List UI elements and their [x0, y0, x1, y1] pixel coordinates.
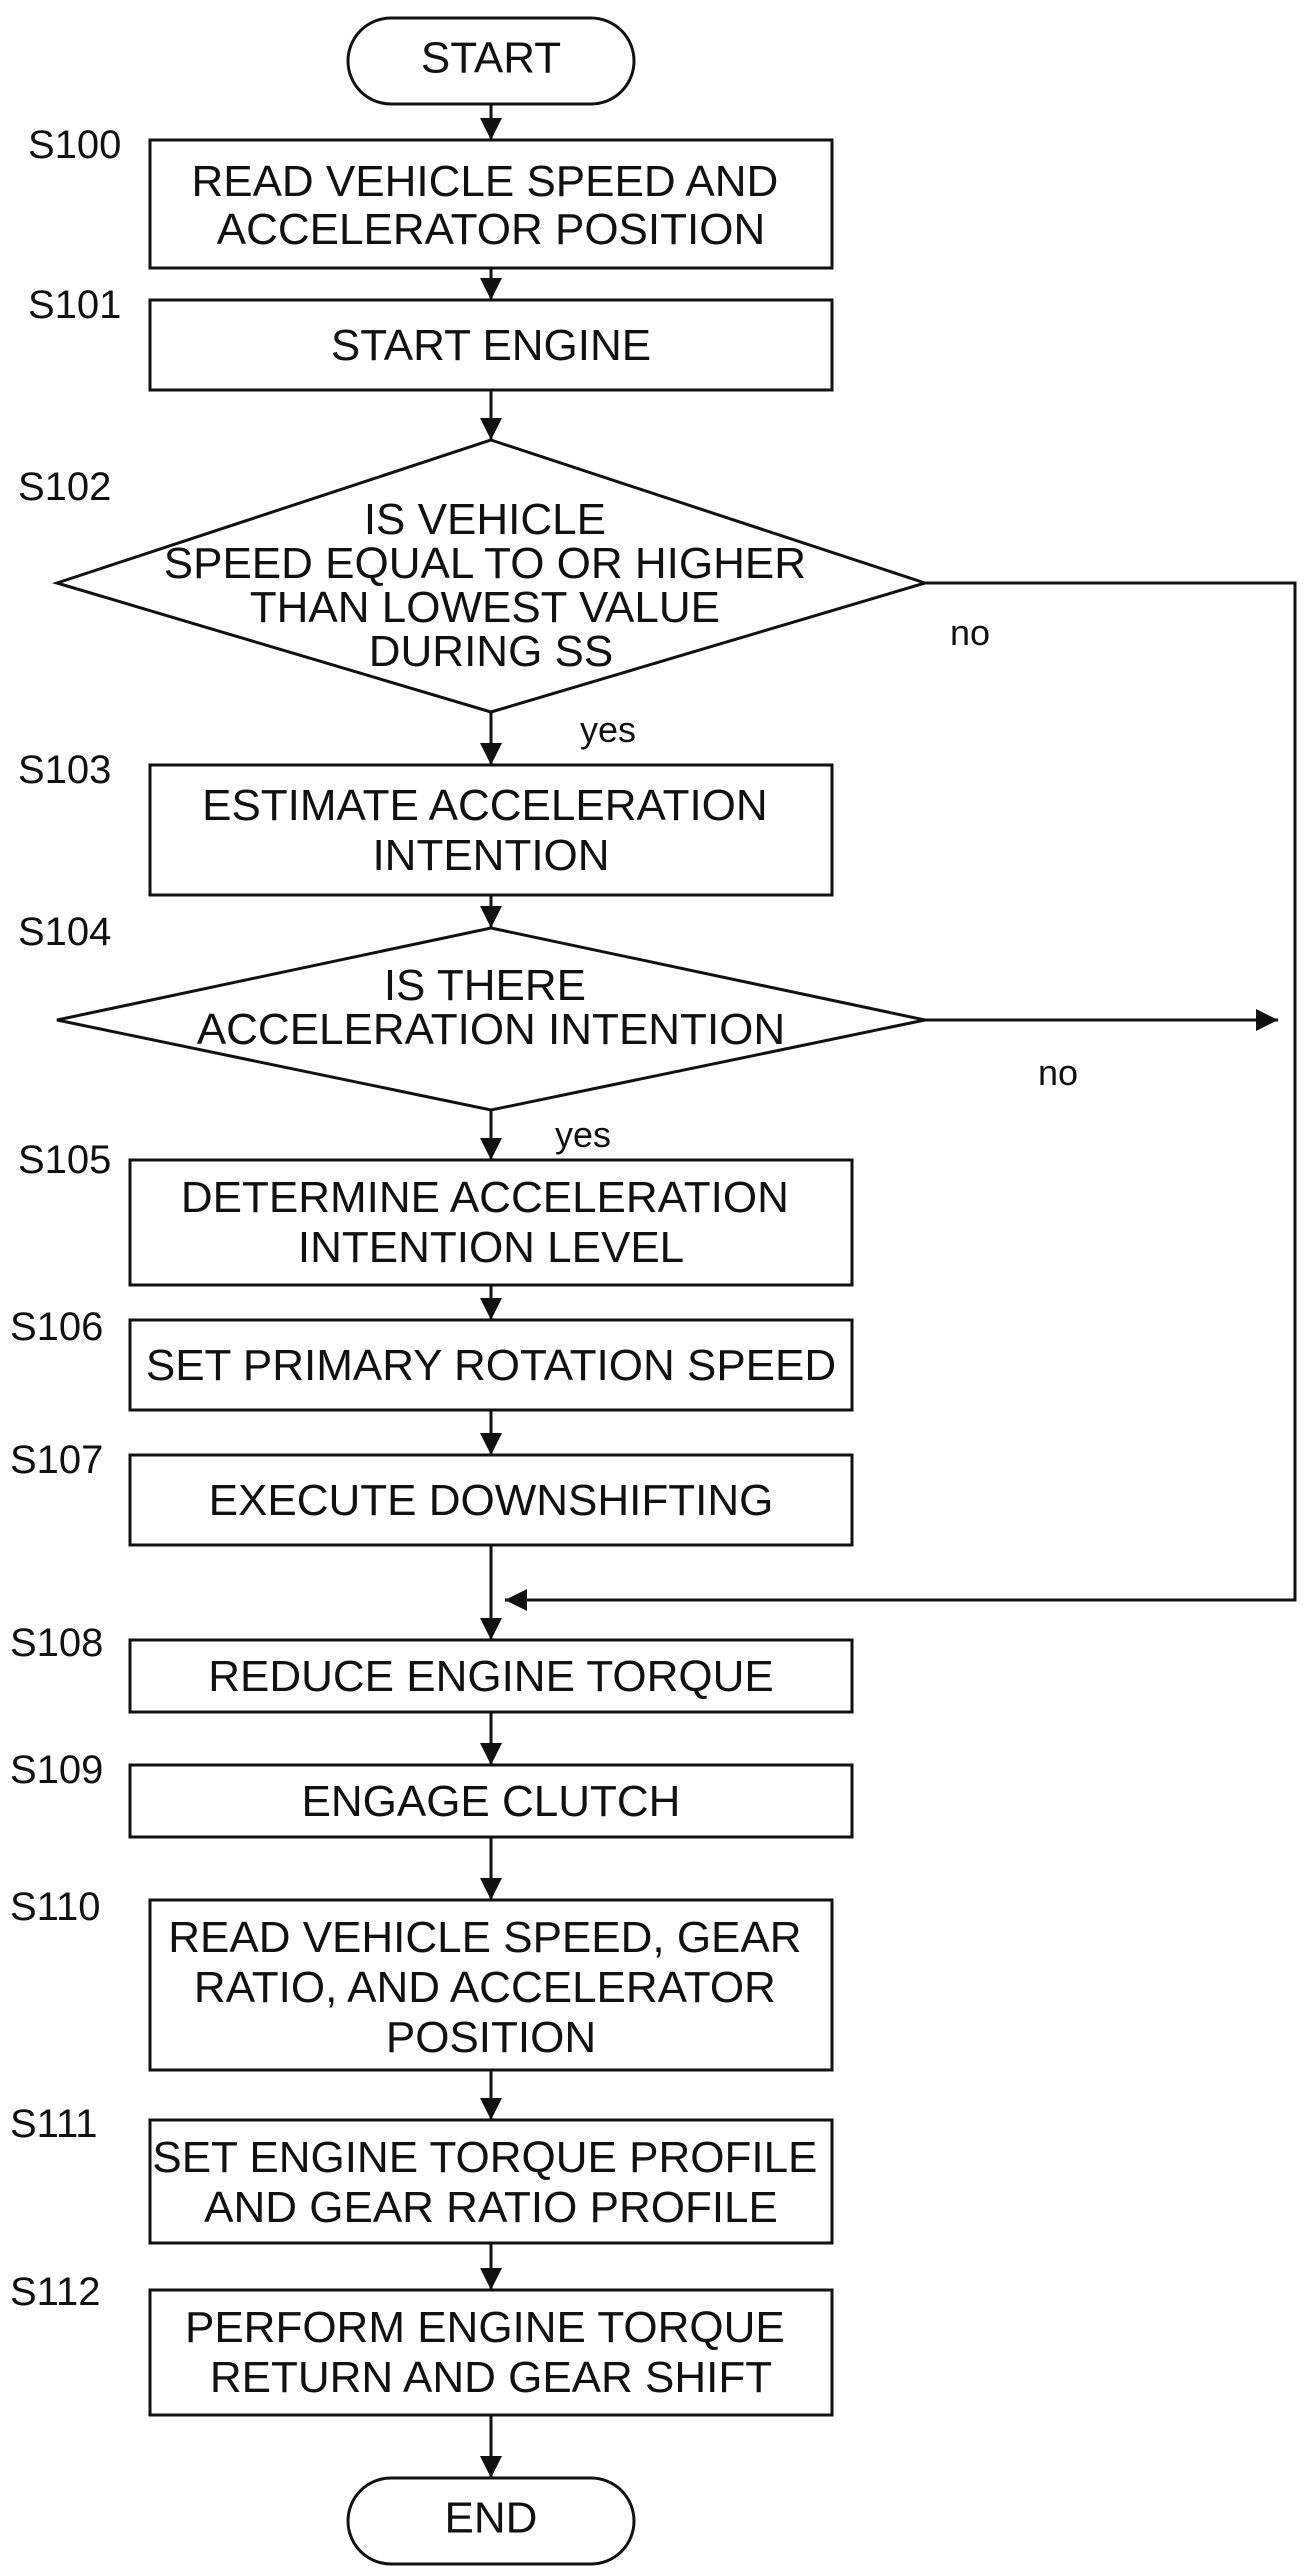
branch-label-s104-yes: yes [555, 1114, 611, 1155]
arrowhead [1256, 1009, 1278, 1031]
step-text-s101: START ENGINE [331, 321, 651, 370]
step-id-s103: S103 [18, 748, 111, 792]
branch-label-s102-yes: yes [580, 709, 636, 750]
step-id-s111: S111 [10, 2102, 97, 2146]
end-label: END [445, 2494, 538, 2543]
step-id-s106: S106 [10, 1305, 103, 1349]
step-text-s111: SET ENGINE TORQUE PROFILE AND GEAR RATIO… [152, 2133, 829, 2232]
arrowhead [480, 743, 502, 765]
step-id-s101: S101 [28, 283, 121, 327]
step-text-s112: PERFORM ENGINE TORQUE RETURN AND GEAR SH… [185, 2303, 797, 2402]
step-text-s106: SET PRIMARY ROTATION SPEED [146, 1341, 836, 1390]
start-label: START [421, 34, 561, 83]
step-id-s109: S109 [10, 1748, 103, 1792]
step-id-s105: S105 [18, 1138, 111, 1182]
step-id-s108: S108 [10, 1621, 103, 1665]
step-id-s112: S112 [10, 2270, 100, 2314]
arrowhead [480, 1743, 502, 1765]
step-text-s108: REDUCE ENGINE TORQUE [208, 1652, 774, 1701]
arrowhead [480, 1138, 502, 1160]
step-text-s100: READ VEHICLE SPEED AND ACCELERATOR POSIT… [191, 157, 790, 254]
arrowhead [480, 2268, 502, 2290]
arrowhead [480, 418, 502, 440]
arrowhead [480, 118, 502, 140]
step-id-s107: S107 [10, 1438, 103, 1482]
arrowhead [480, 1618, 502, 1640]
arrowhead [480, 278, 502, 300]
arrowhead [480, 2456, 502, 2478]
arrowhead [480, 2098, 502, 2120]
step-text-s107: EXECUTE DOWNSHIFTING [209, 1476, 774, 1525]
branch-label-s102-no: no [950, 612, 990, 653]
step-id-s100: S100 [28, 123, 121, 167]
step-text-s109: ENGAGE CLUTCH [302, 1777, 681, 1826]
arrowhead [480, 1878, 502, 1900]
arrowhead [480, 1298, 502, 1320]
arrowhead [480, 906, 502, 928]
step-id-s104: S104 [18, 910, 111, 954]
branch-label-s104-no: no [1038, 1052, 1078, 1093]
step-id-s110: S110 [10, 1885, 100, 1929]
arrowhead [505, 1589, 527, 1611]
step-id-s102: S102 [18, 465, 111, 509]
arrowhead [480, 1433, 502, 1455]
